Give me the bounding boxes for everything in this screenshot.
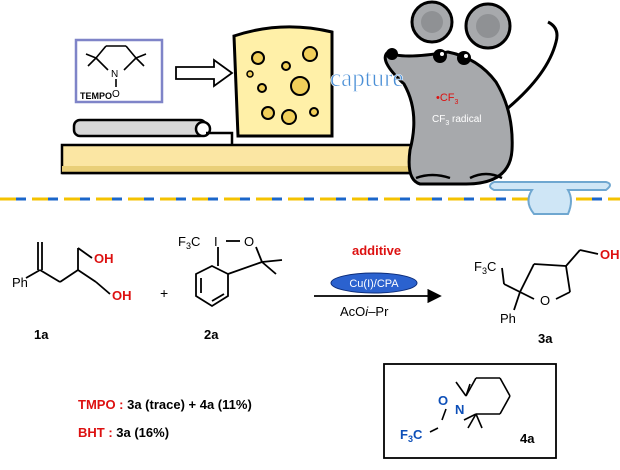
capture-label: capture bbox=[330, 65, 404, 92]
catalyst-label: Cu(I)/CPA bbox=[349, 278, 399, 290]
compound-3a bbox=[501, 249, 599, 311]
cf3-radical-caption: CF3 radical bbox=[432, 114, 482, 127]
sm2-label: 2a bbox=[204, 327, 219, 342]
sm2-cf3: F3C bbox=[178, 234, 200, 251]
sm1-label: 1a bbox=[34, 327, 49, 342]
trap-bar bbox=[72, 118, 208, 138]
additive-label: additive bbox=[352, 243, 401, 258]
compound-2a bbox=[195, 240, 283, 308]
result-outcome: 3a (16%) bbox=[113, 425, 169, 440]
product-label: 3a bbox=[538, 331, 553, 346]
sm2-oxygen: O bbox=[244, 234, 254, 249]
cheese bbox=[232, 25, 334, 138]
solvent-label: AcOi–Pr bbox=[340, 304, 389, 319]
adduct-n: N bbox=[455, 402, 464, 417]
result-line-tmpo: TMPO : 3a (trace) + 4a (11%) bbox=[78, 397, 252, 412]
tempo-o: O bbox=[112, 89, 120, 100]
tempo-label: TEMPO bbox=[80, 91, 112, 101]
sm2-iodine: I bbox=[214, 234, 218, 249]
plus-sign: + bbox=[160, 285, 168, 301]
result-line-bht: BHT : 3a (16%) bbox=[78, 425, 169, 440]
sm1-oh-top: OH bbox=[94, 251, 114, 266]
result-reagent: TMPO : bbox=[78, 397, 124, 412]
sm1-oh-bottom: OH bbox=[112, 288, 132, 303]
product-cf3: F3C bbox=[474, 259, 496, 276]
tempo-n: N bbox=[111, 69, 118, 80]
product-oxygen: O bbox=[540, 293, 550, 308]
adduct-label: 4a bbox=[520, 431, 535, 446]
adduct-box: N O F3C 4a bbox=[383, 363, 557, 459]
adduct-cf3: F3C bbox=[400, 427, 423, 444]
hollow-arrow-icon bbox=[175, 58, 234, 88]
result-reagent: BHT : bbox=[78, 425, 113, 440]
water-puddle bbox=[489, 181, 611, 215]
adduct-o: O bbox=[438, 393, 448, 408]
svg-text:TMPO : 3a (trace) + 4a (11%): TMPO : 3a (trace) + 4a (11%) bbox=[78, 397, 252, 412]
catalyst-pill bbox=[330, 272, 418, 294]
cf3-radical-dot: •CF3 bbox=[436, 92, 459, 106]
tempo-box: N O TEMPO bbox=[74, 38, 164, 104]
result-outcome: 3a (trace) + 4a (11%) bbox=[124, 397, 252, 412]
sm1-ph: Ph bbox=[12, 275, 28, 290]
svg-text:BHT : 3a (16%): BHT : 3a (16%) bbox=[78, 425, 169, 440]
product-oh: OH bbox=[600, 247, 620, 262]
product-ph: Ph bbox=[500, 311, 516, 326]
compound-1a bbox=[25, 242, 111, 295]
mouse-icon bbox=[383, 0, 559, 186]
